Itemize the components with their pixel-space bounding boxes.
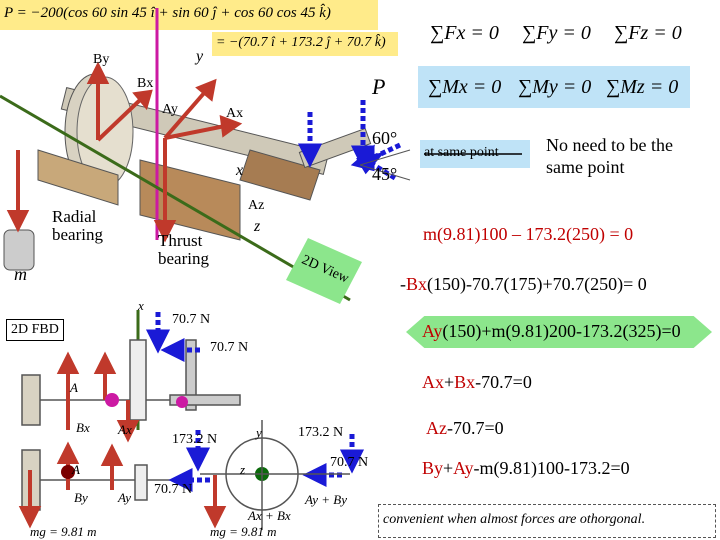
fbd-label-ay: Ay (118, 490, 131, 505)
equation-1: m(9.81)100 – 173.2(250) = 0 (423, 224, 634, 244)
fbd-bottom-right (200, 420, 350, 530)
fbd-force-5: 70.7 N (154, 482, 193, 497)
label-by: By (93, 52, 110, 67)
sum-fz: ∑Fz = 0 (614, 22, 682, 44)
fbd-force-4: 173.2 N (298, 425, 344, 440)
fbd-force-1: 70.7 N (172, 312, 211, 327)
fbd-mg-1: mg = 9.81 m (30, 524, 97, 539)
crank-arm (239, 149, 321, 201)
equation-2: -Bx(150)-70.7(175)+70.7(250)= 0 (400, 274, 647, 294)
fbd-mg-2: mg = 9.81 m (210, 524, 277, 539)
label-axis-z-main: z (254, 218, 261, 235)
fbd-label-ay-by: Ay + By (305, 492, 347, 507)
handle (298, 127, 372, 169)
fbd-top-red-arrows (56, 351, 140, 443)
fbd-force-2: 70.7 N (210, 340, 249, 355)
equation-6: By+Ay-m(9.81)100-173.2=0 (422, 458, 630, 478)
label-p: P (372, 74, 386, 99)
sum-fx: ∑Fx = 0 (430, 22, 499, 44)
label-axis-y-main: y (196, 48, 204, 65)
label-ay: Ay (162, 102, 178, 117)
fbd-label-y-right: y (256, 425, 262, 440)
red-arrows (6, 61, 243, 243)
p-equation-box: P = −200(cos 60 sin 45 î + sin 60 ĵ + co… (0, 0, 378, 30)
label-axis-x-main: x (236, 162, 244, 179)
label-at-same-point: at same point (424, 145, 499, 160)
fbd-label-a-bottom: A (72, 462, 80, 477)
label-az: Az (248, 198, 265, 213)
sum-my: ∑My = 0 (518, 76, 592, 98)
label-bx: Bx (137, 76, 154, 91)
sum-fy: ∑Fy = 0 (522, 22, 591, 44)
equation-5: Az-70.7=0 (426, 418, 504, 438)
sum-mx: ∑Mx = 0 (428, 76, 502, 98)
label-no-need: No need to be the same point (546, 135, 673, 177)
p-equation-box-2: = −(70.7 î + 173.2 ĵ + 70.7 k̂) (212, 32, 398, 56)
fbd-top (21, 310, 241, 430)
equation-4: Ax+Bx-70.7=0 (422, 372, 532, 392)
fbd-top-blue-arrows (145, 312, 200, 363)
label-60-deg: 60° (372, 128, 398, 148)
force-sums: ∑Fx = 0 ∑Fy = 0 ∑Fz = 0 (430, 22, 710, 54)
fbd-label-ax-bx: Ax + Bx (248, 508, 291, 523)
p-equation-line2: = −(70.7 î + 173.2 ĵ + 70.7 k̂) (216, 35, 386, 50)
fbd-force-6: 70.7 N (330, 455, 369, 470)
fbd-label-ax: Ax (118, 422, 132, 437)
fbd-dark-red-dot (61, 465, 75, 479)
blue-dotted-arrows (297, 100, 402, 181)
fbd-bottom-blue-arrows (168, 430, 365, 493)
fbd-bottom-red-arrows (18, 441, 227, 529)
fbd-force-3: 173.2 N (172, 432, 218, 447)
angle-line-60 (359, 149, 411, 166)
fbd-label-by: By (74, 490, 88, 505)
fbd-magenta-dot-2 (176, 396, 188, 408)
fbd-label-bx: Bx (76, 420, 90, 435)
equation-3: Ay(150)+m(9.81)200-173.2(325)=0 (422, 321, 681, 341)
fbd-bottom-left (21, 449, 170, 511)
moment-sums-box: ∑Mx = 0 ∑My = 0 ∑Mz = 0 (418, 66, 690, 108)
equation-3-box (406, 316, 712, 348)
p-equation-line1: P = −200(cos 60 sin 45 î + sin 60 ĵ + co… (4, 5, 331, 21)
label-radial-bearing: Radial bearing (52, 207, 103, 244)
label-m: m (14, 264, 27, 284)
sum-mz: ∑Mz = 0 (606, 76, 679, 98)
note-box: convenient when almost forces are othorg… (378, 504, 716, 538)
view-2d-box (286, 238, 362, 304)
green-axis-line (0, 94, 351, 302)
fbd-magenta-dot (105, 393, 119, 407)
fbd-label-a-top: A (70, 380, 78, 395)
radial-bearing-block (37, 149, 119, 206)
note-text: convenient when almost forces are othorg… (383, 512, 646, 527)
label-2d-fbd: 2D FBD (6, 319, 64, 341)
label-thrust-bearing: Thrust bearing (158, 231, 209, 268)
fbd-label-z-right: z (240, 462, 246, 477)
angle-line-45 (359, 164, 411, 181)
label-ax: Ax (226, 106, 244, 121)
label-45-deg: 45° (372, 164, 398, 184)
fbd-label-x-top: x (138, 298, 144, 313)
